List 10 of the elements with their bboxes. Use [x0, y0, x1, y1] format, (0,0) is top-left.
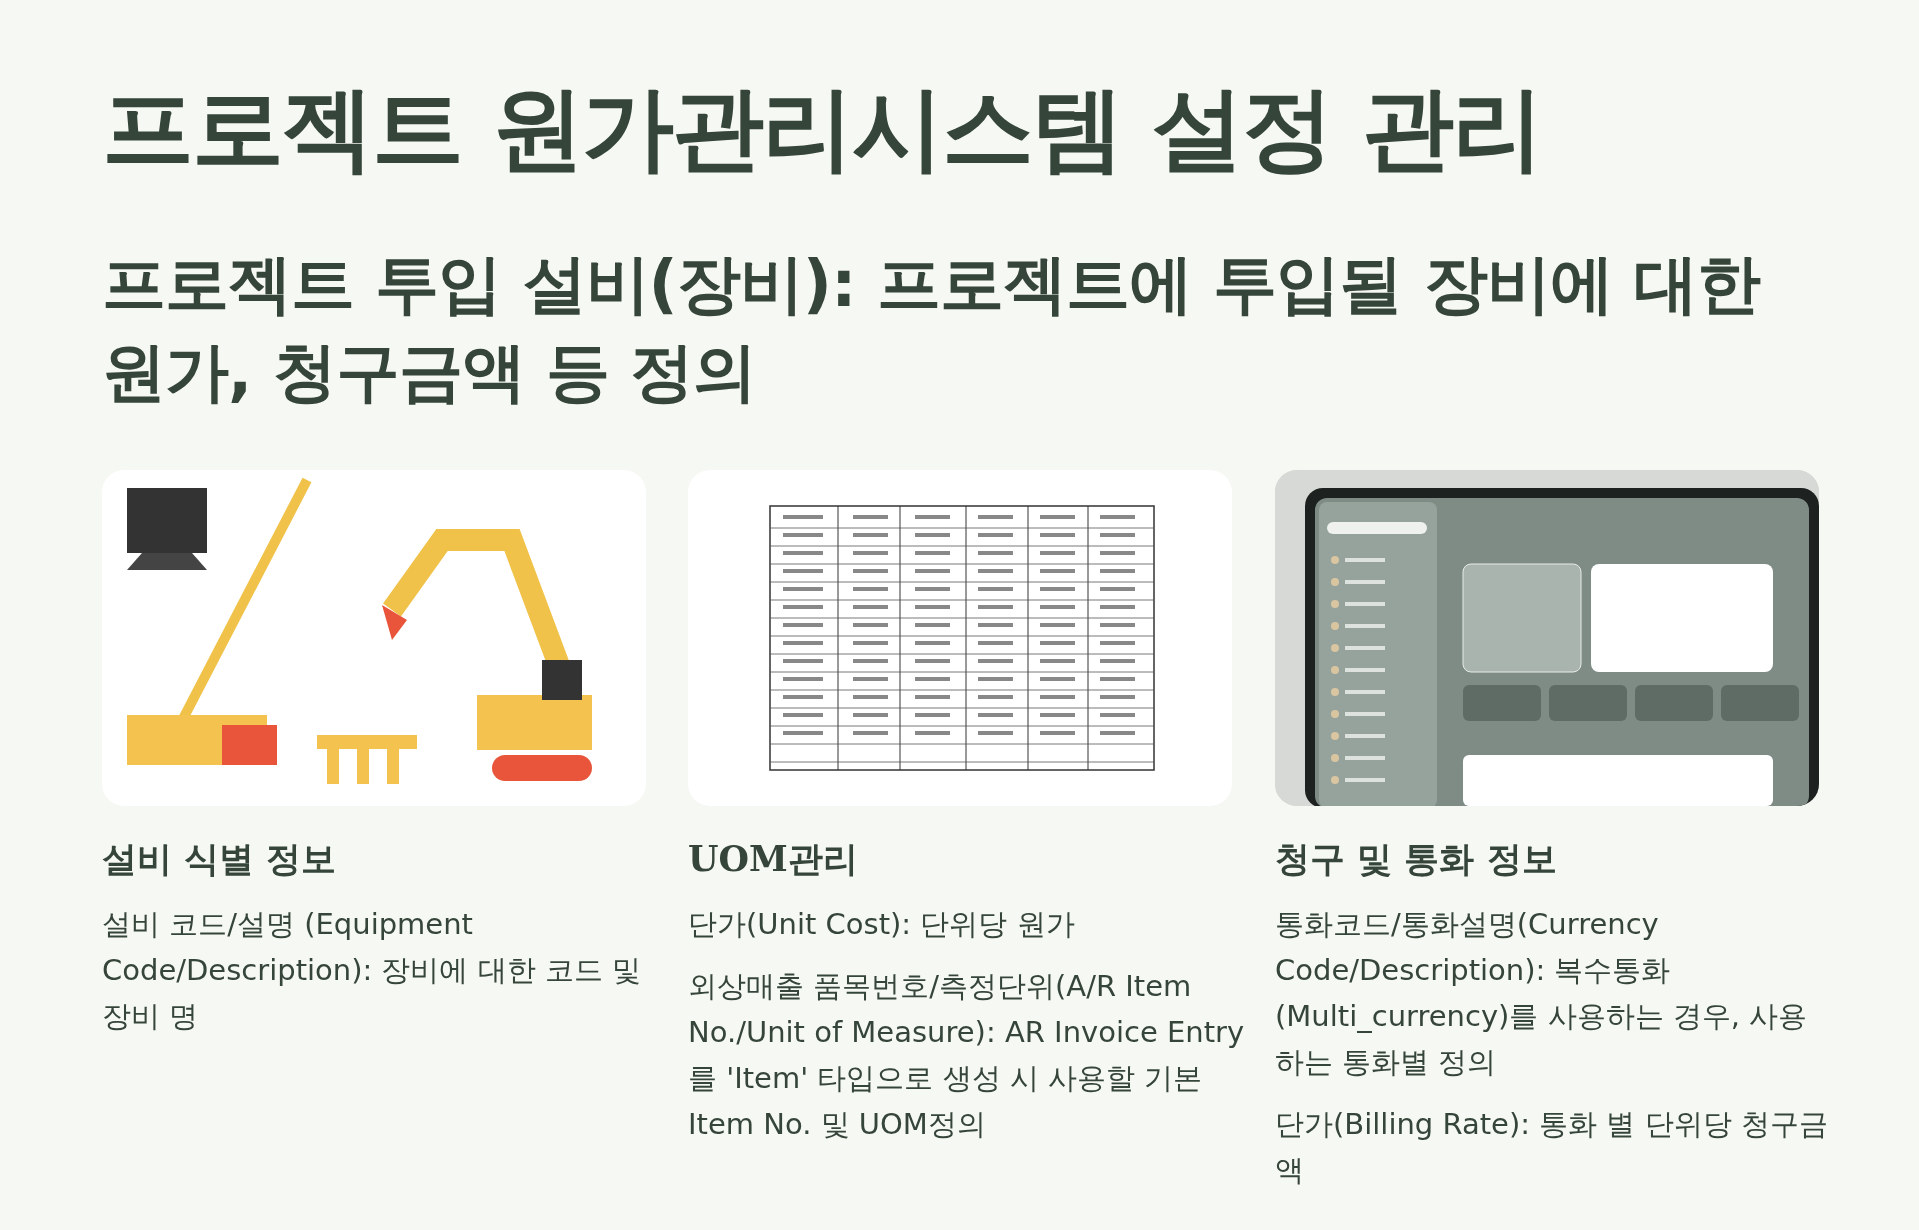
paragraph: 설비 코드/설명 (Equipment Code/Description): 장비에 대한 코드 및 장비 명 — [102, 906, 643, 1035]
subtitle: 프로젝트 투입 설비(장비): 프로젝트에 투입될 장비에 대한 원가, 청구금액 등 정의 — [102, 246, 1762, 411]
paragraph: 외상매출 품목번호/측정단위(A/R Item No./Unit of Measure): AR Invoice Entry를 'Item' 타입으로 생성 시 사용할 기본 Item No. 및 UOM정의 — [688, 968, 1246, 1143]
paragraph: 통화코드/통화설명(Currency Code/Description): 복수통화(Multi_currency)를 사용하는 경우, 사용하는 통화별 정의 — [1275, 906, 1809, 1081]
paragraph: 단가(Billing Rate): 통화 별 단위당 청구금액 — [1275, 1106, 1829, 1189]
section-heading: UOM관리 — [688, 837, 859, 881]
section-heading: 설비 식별 정보 — [102, 838, 338, 881]
title: 프로젝트 원가관리시스템 설정 관리 — [102, 78, 1543, 180]
section-heading: 청구 및 통화 정보 — [1275, 838, 1558, 881]
paragraph: 단가(Unit Cost): 단위당 원가 — [688, 906, 1076, 943]
